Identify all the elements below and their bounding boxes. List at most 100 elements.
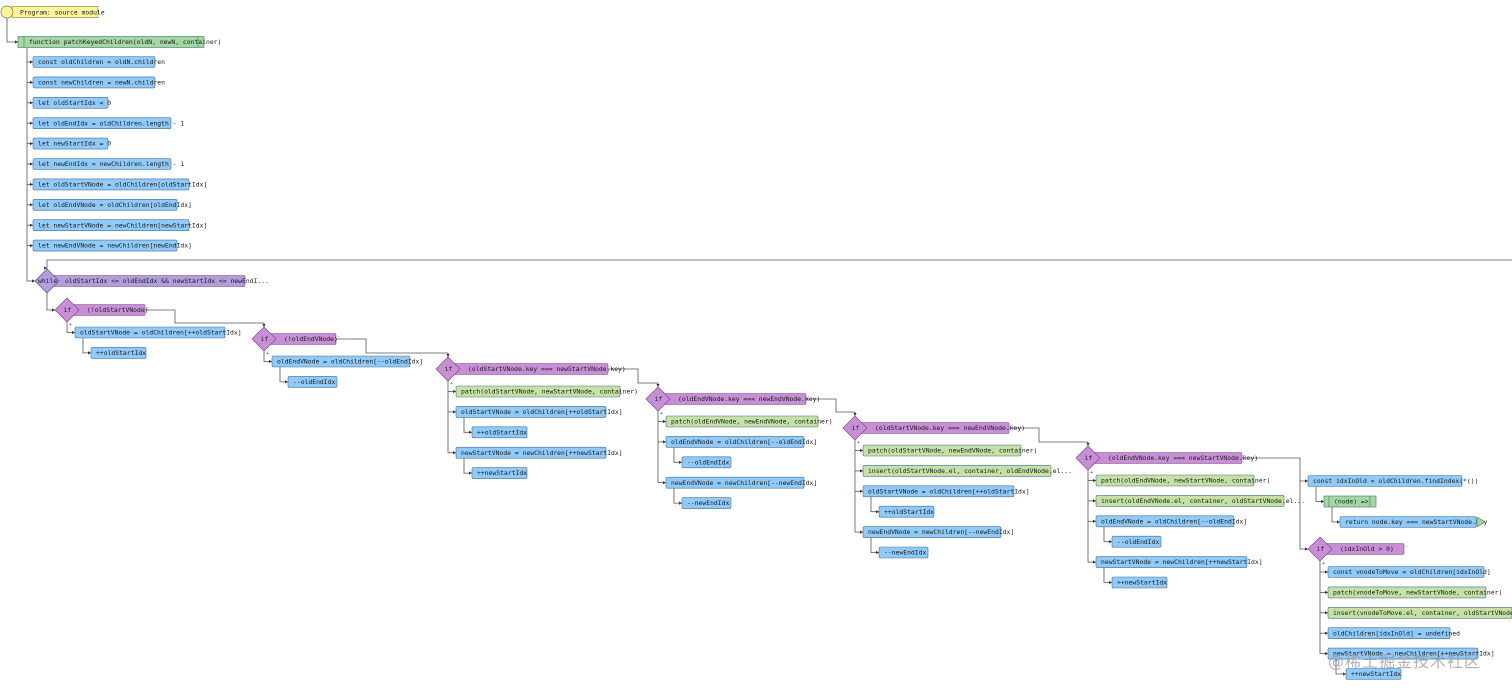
statement-box (1111, 535, 1162, 548)
statement-box (32, 178, 190, 191)
if-keyword: if (64, 306, 72, 314)
arrowhead (446, 354, 450, 357)
function-box (1323, 495, 1377, 508)
node-label: ++oldStartIdx (477, 428, 527, 436)
connector-line (46, 293, 55, 311)
connector-line (870, 496, 879, 513)
watermark: @稀土掘金技术社区 (1328, 652, 1482, 671)
statement-box (287, 376, 338, 388)
condition-diamond (1075, 445, 1101, 471)
arrowhead (453, 410, 456, 414)
connector-line (279, 367, 288, 383)
condition-label: (oldEndVNode.key === newStartVNode.key) (1108, 454, 1258, 462)
node-label: insert(oldStartVNode.el, container, oldE… (868, 467, 1072, 475)
arrowhead (15, 40, 18, 44)
statement-box (878, 505, 935, 518)
node-s3: let oldStartIdx = 0 (32, 97, 111, 109)
arrowhead (663, 440, 666, 444)
arrowhead (32, 279, 35, 283)
node-label: --newEndIdx (687, 499, 729, 507)
node-label: patch(oldEndVNode, newEndVNode, containe… (671, 418, 833, 426)
arrowhead (1325, 590, 1328, 594)
arrowhead (1109, 540, 1112, 544)
statement-box (665, 436, 805, 448)
connector-line (463, 417, 472, 433)
arrowhead (269, 359, 272, 364)
condition-label: (!oldEndVNode) (284, 335, 338, 343)
node-label: ++newStartIdx (1117, 579, 1167, 587)
node-a3e: ++newStartIdx (471, 467, 528, 479)
node-label: Program: source module (20, 9, 105, 17)
arrowhead (860, 489, 863, 493)
arrowhead (663, 419, 666, 424)
node-label: insert(vnodeToMove.el, container, oldSta… (1333, 609, 1512, 617)
arrowhead (1093, 560, 1096, 564)
false-branch-marker: - (1405, 544, 1408, 550)
node-label: ++oldStartIdx (96, 349, 146, 357)
statement-box (862, 526, 1002, 538)
arrowhead (469, 471, 472, 475)
arrowhead (469, 430, 472, 434)
condition-diamond (645, 386, 671, 412)
arrowhead (876, 550, 879, 555)
node-a5f: --newEndIdx (878, 546, 929, 559)
connector-line (336, 338, 449, 357)
statement-box (90, 347, 147, 359)
statement-box (1327, 627, 1451, 640)
statement-box (471, 467, 528, 479)
node-label: let oldEndVNode = oldChildren[oldEndIdx] (38, 201, 192, 209)
arrowhead (30, 80, 33, 84)
node-label: let oldStartVNode = oldChildren[oldStart… (38, 181, 207, 189)
node-a4e: --newEndIdx (681, 497, 732, 509)
false-branch-marker: - (1010, 423, 1013, 429)
node-label: newStartVNode = newChildren[++newStartId… (1333, 650, 1495, 658)
connector-line (1331, 507, 1340, 523)
node-a2b: --oldEndIdx (287, 376, 338, 388)
node-label: oldStartVNode = oldChildren[++oldStartId… (868, 487, 1030, 495)
arrowhead (860, 530, 863, 534)
arrowhead (663, 481, 666, 485)
arrowhead (30, 182, 33, 186)
node-label: newEndVNode = newChildren[--newEndIdx] (868, 528, 1014, 536)
statement-box (1327, 647, 1479, 660)
call-box (455, 385, 621, 398)
condition-label: (!oldStartVNode) (87, 306, 149, 314)
connector-line (82, 338, 91, 354)
arrowhead (1305, 479, 1308, 483)
statement-box (455, 406, 607, 418)
arrowhead (1093, 478, 1096, 483)
statement-box (681, 497, 732, 509)
connector-line (673, 488, 682, 504)
if-keyword: if (261, 335, 269, 343)
node-label: patch(oldStartVNode, newStartVNode, cont… (461, 388, 638, 396)
node-a5a: patch(oldStartVNode, newEndVNode, contai… (862, 444, 1037, 457)
if-node-c4: if(oldEndVNode.key === newEndVNode.key)+… (645, 386, 820, 417)
node-a6d: --oldEndIdx (1111, 535, 1162, 548)
statement-box (32, 97, 109, 109)
call-box (1327, 586, 1487, 599)
arrowhead (1093, 519, 1096, 523)
return-marker (1476, 516, 1486, 528)
node-s1: const oldChildren = oldN.children (32, 56, 165, 68)
statement-box (862, 485, 1015, 498)
arrowhead (876, 510, 879, 514)
node-a4b: oldEndVNode = oldChildren[--oldEndIdx] (665, 436, 817, 448)
statement-box (32, 137, 109, 150)
arrowhead (30, 60, 33, 64)
condition-diamond (842, 415, 868, 441)
node-label: oldEndVNode = oldChildren[--oldEndIdx] (1101, 517, 1247, 525)
arrowhead (453, 389, 456, 394)
arrowhead (262, 324, 266, 327)
true-branch-marker: + (1322, 561, 1325, 567)
loop-diamond (34, 268, 60, 294)
node-label: --oldEndIdx (293, 378, 335, 386)
statement-box (455, 446, 607, 459)
node-label: oldEndVNode = oldChildren[--oldEndIdx] (671, 438, 817, 446)
node-label: --oldEndIdx (1117, 538, 1159, 546)
node-a3a: patch(oldStartVNode, newStartVNode, cont… (455, 385, 638, 398)
node-a4d: newEndVNode = newChildren[--newEndIdx] (665, 476, 817, 489)
arrowhead (1109, 580, 1112, 585)
node-a6f: ++newStartIdx (1111, 576, 1168, 589)
call-box (862, 465, 1052, 477)
if-keyword: if (655, 395, 663, 403)
